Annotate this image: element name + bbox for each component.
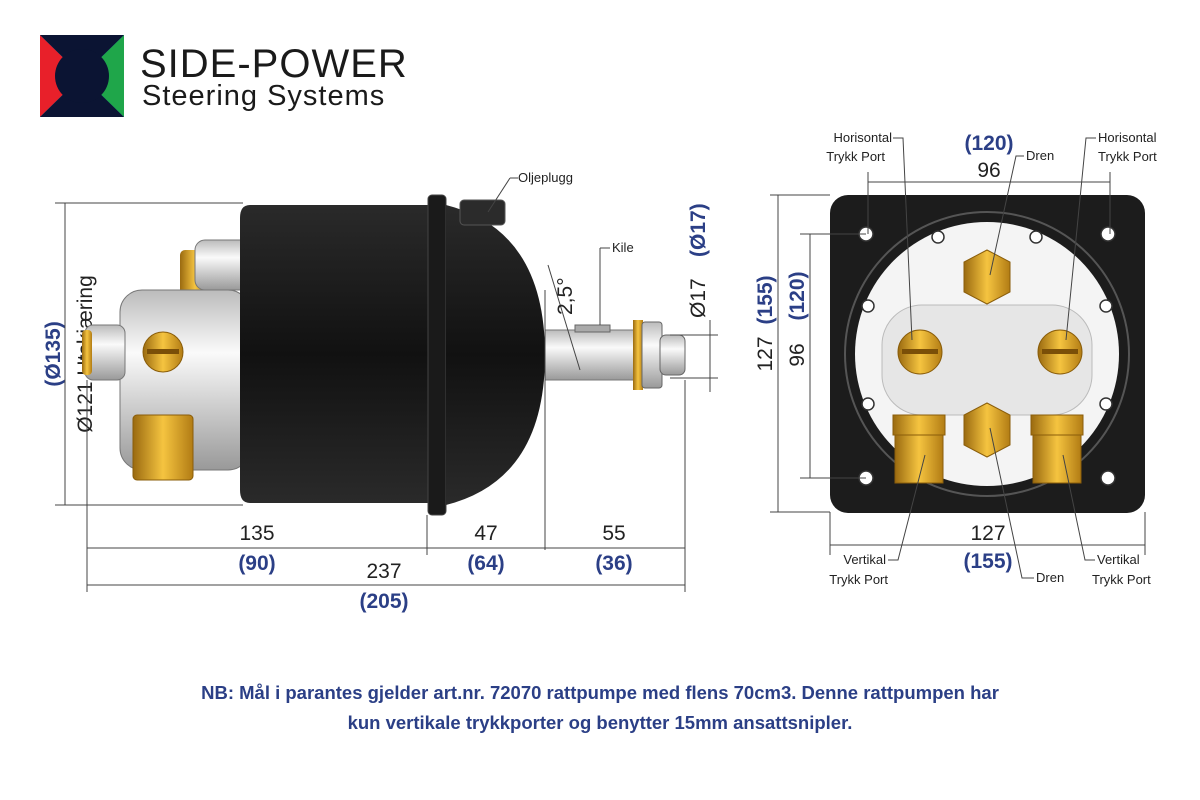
horiz-port-left-1: Horisontal — [833, 130, 892, 145]
shaft-diameter: Ø17 — [687, 278, 710, 318]
bottom-width-155: (155) — [963, 550, 1012, 573]
left-height-127: 127 — [754, 336, 777, 371]
drain-top-label: Dren — [1026, 148, 1054, 163]
dim-205: (205) — [359, 590, 408, 613]
note-line2: kun vertikale trykkporter og benytter 15… — [347, 712, 853, 733]
left-height-155: (155) — [754, 275, 777, 324]
logo-line2: Steering Systems — [142, 80, 385, 112]
dim-36: (36) — [595, 552, 632, 575]
inner-height-96: 96 — [786, 343, 809, 366]
vert-port-left-2: Trykk Port — [829, 572, 888, 587]
dim-135: 135 — [239, 522, 274, 545]
top-width-120: (120) — [964, 132, 1013, 155]
dim-90: (90) — [238, 552, 275, 575]
logo: SIDE-POWER Steering Systems — [40, 35, 408, 117]
logo-line1: SIDE-POWER — [140, 42, 408, 86]
inner-height-120: (120) — [786, 271, 809, 320]
shaft-diameter-alt: (Ø17) — [687, 203, 710, 257]
oil-plug-label: Oljeplugg — [518, 170, 573, 185]
side-view: Ø121 Utskjæring (Ø135) Oljeplugg — [42, 170, 718, 613]
front-view: 96 (120) 127 (155) 96 (120) 127 (155) Ho… — [754, 130, 1157, 587]
logo-mark-icon — [40, 35, 124, 117]
cutout-diameter-alt: (Ø135) — [42, 321, 65, 386]
dim-64: (64) — [467, 552, 504, 575]
dim-237: 237 — [366, 560, 401, 583]
angle-label: 2,5° — [554, 277, 577, 315]
bottom-width-127: 127 — [970, 522, 1005, 545]
note-line1: NB: Mål i parantes gjelder art.nr. 72070… — [201, 682, 999, 703]
vert-port-right-2: Trykk Port — [1092, 572, 1151, 587]
top-width-96: 96 — [977, 159, 1000, 182]
horiz-port-right-1: Horisontal — [1098, 130, 1157, 145]
vert-port-right-1: Vertikal — [1097, 552, 1140, 567]
key-label: Kile — [612, 240, 634, 255]
dim-47: 47 — [474, 522, 497, 545]
horiz-port-right-2: Trykk Port — [1098, 149, 1157, 164]
horiz-port-left-2: Trykk Port — [826, 149, 885, 164]
drain-bottom-label: Dren — [1036, 570, 1064, 585]
dim-55: 55 — [602, 522, 625, 545]
vert-port-left-1: Vertikal — [843, 552, 886, 567]
pump-body — [82, 194, 686, 516]
